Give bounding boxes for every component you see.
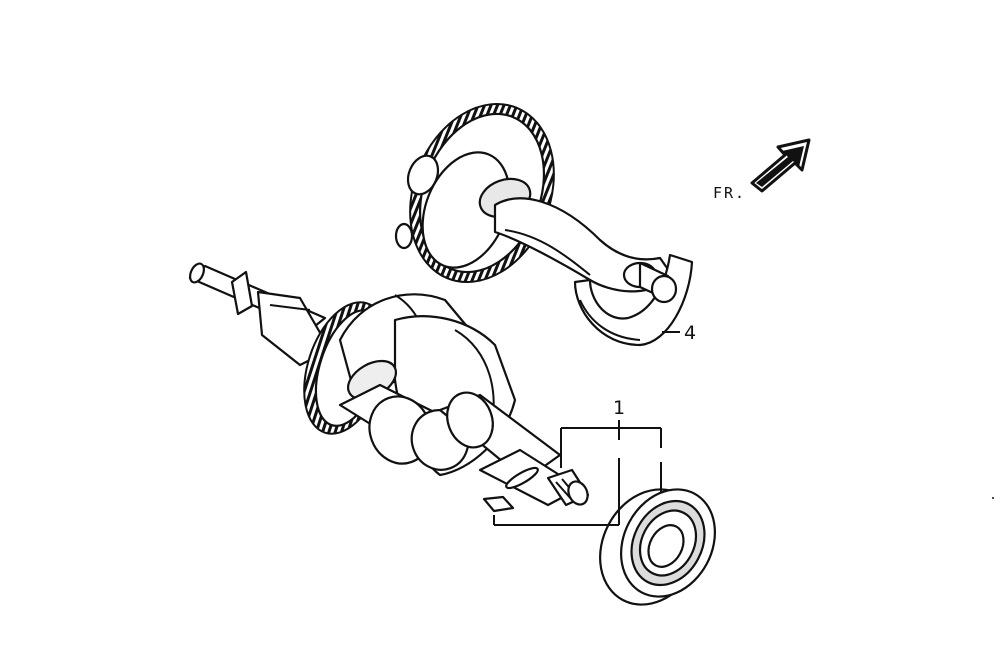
ball-bearing — [599, 488, 717, 606]
arrow-up-right-icon — [750, 138, 811, 193]
front-direction-label: FR. — [713, 184, 746, 202]
balancer-callout-label: 4 — [684, 322, 696, 344]
crankshaft — [188, 262, 590, 507]
front-direction-indicator: FR. — [713, 138, 811, 202]
balancer-shaft: 4 — [394, 102, 696, 347]
crankshaft-assembly-callout: 1 — [493, 397, 662, 526]
woodruff-key — [482, 495, 515, 513]
crankshaft-assembly-callout-label: 1 — [613, 397, 625, 419]
